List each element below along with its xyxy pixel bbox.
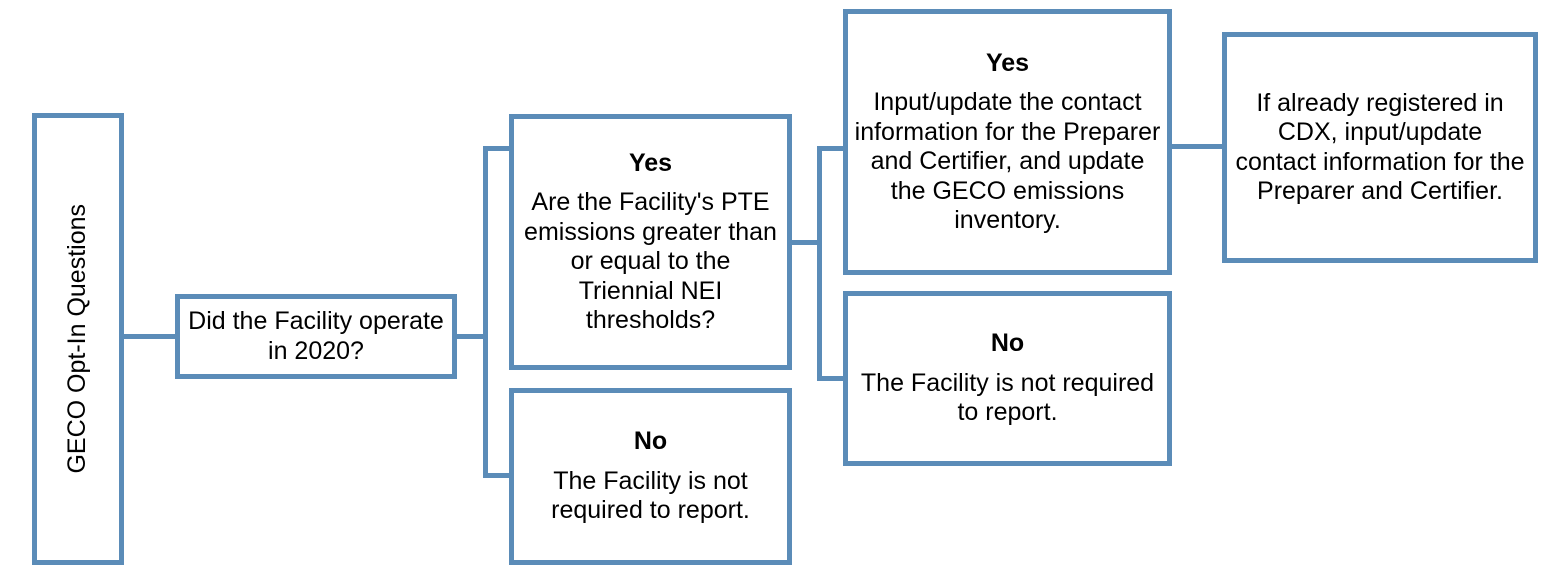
connector-branch2-to-no2 [817, 376, 846, 381]
connector-branch1-to-pte [483, 146, 511, 151]
connector-title-to-operate [122, 334, 177, 339]
node-input-update-contact-heading: Yes [985, 48, 1030, 77]
node-no-not-required-2[interactable]: No The Facility is not required to repor… [843, 291, 1172, 466]
node-operate-2020[interactable]: Did the Facility operate in 2020? [175, 294, 457, 379]
node-pte-thresholds-heading: Yes [628, 148, 673, 177]
node-geco-opt-in-questions[interactable]: GECO Opt-In Questions [32, 113, 124, 565]
node-cdx-registration-body: If already registered in CDX, input/upda… [1235, 88, 1525, 206]
node-no-not-required-2-body: The Facility is not required to report. [860, 368, 1155, 427]
node-input-update-contact-body: Input/update the contact information for… [854, 88, 1161, 234]
node-cdx-registration[interactable]: If already registered in CDX, input/upda… [1222, 32, 1538, 263]
node-input-update-contact[interactable]: Yes Input/update the contact information… [843, 9, 1172, 275]
node-operate-2020-body: Did the Facility operate in 2020? [188, 307, 444, 365]
node-no-not-required-1[interactable]: No The Facility is not required to repor… [509, 388, 792, 565]
node-pte-thresholds-body: Are the Facility's PTE emissions greater… [524, 188, 777, 334]
connector-branch2-to-yes2 [817, 146, 846, 151]
branch-trunk-1 [483, 146, 488, 478]
node-no-not-required-2-heading: No [990, 329, 1025, 358]
node-pte-thresholds[interactable]: Yes Are the Facility's PTE emissions gre… [509, 114, 792, 370]
connector-pte-to-branch2 [790, 240, 821, 245]
node-title-label: GECO Opt-In Questions [63, 204, 92, 474]
branch-trunk-2 [817, 146, 822, 380]
connector-yes2-to-cdx [1170, 144, 1225, 149]
connector-branch1-to-no1 [483, 473, 511, 478]
node-no-not-required-1-body: The Facility is not required to report. [551, 466, 750, 525]
node-no-not-required-1-heading: No [633, 427, 668, 456]
connector-operate-to-branch [455, 334, 487, 339]
